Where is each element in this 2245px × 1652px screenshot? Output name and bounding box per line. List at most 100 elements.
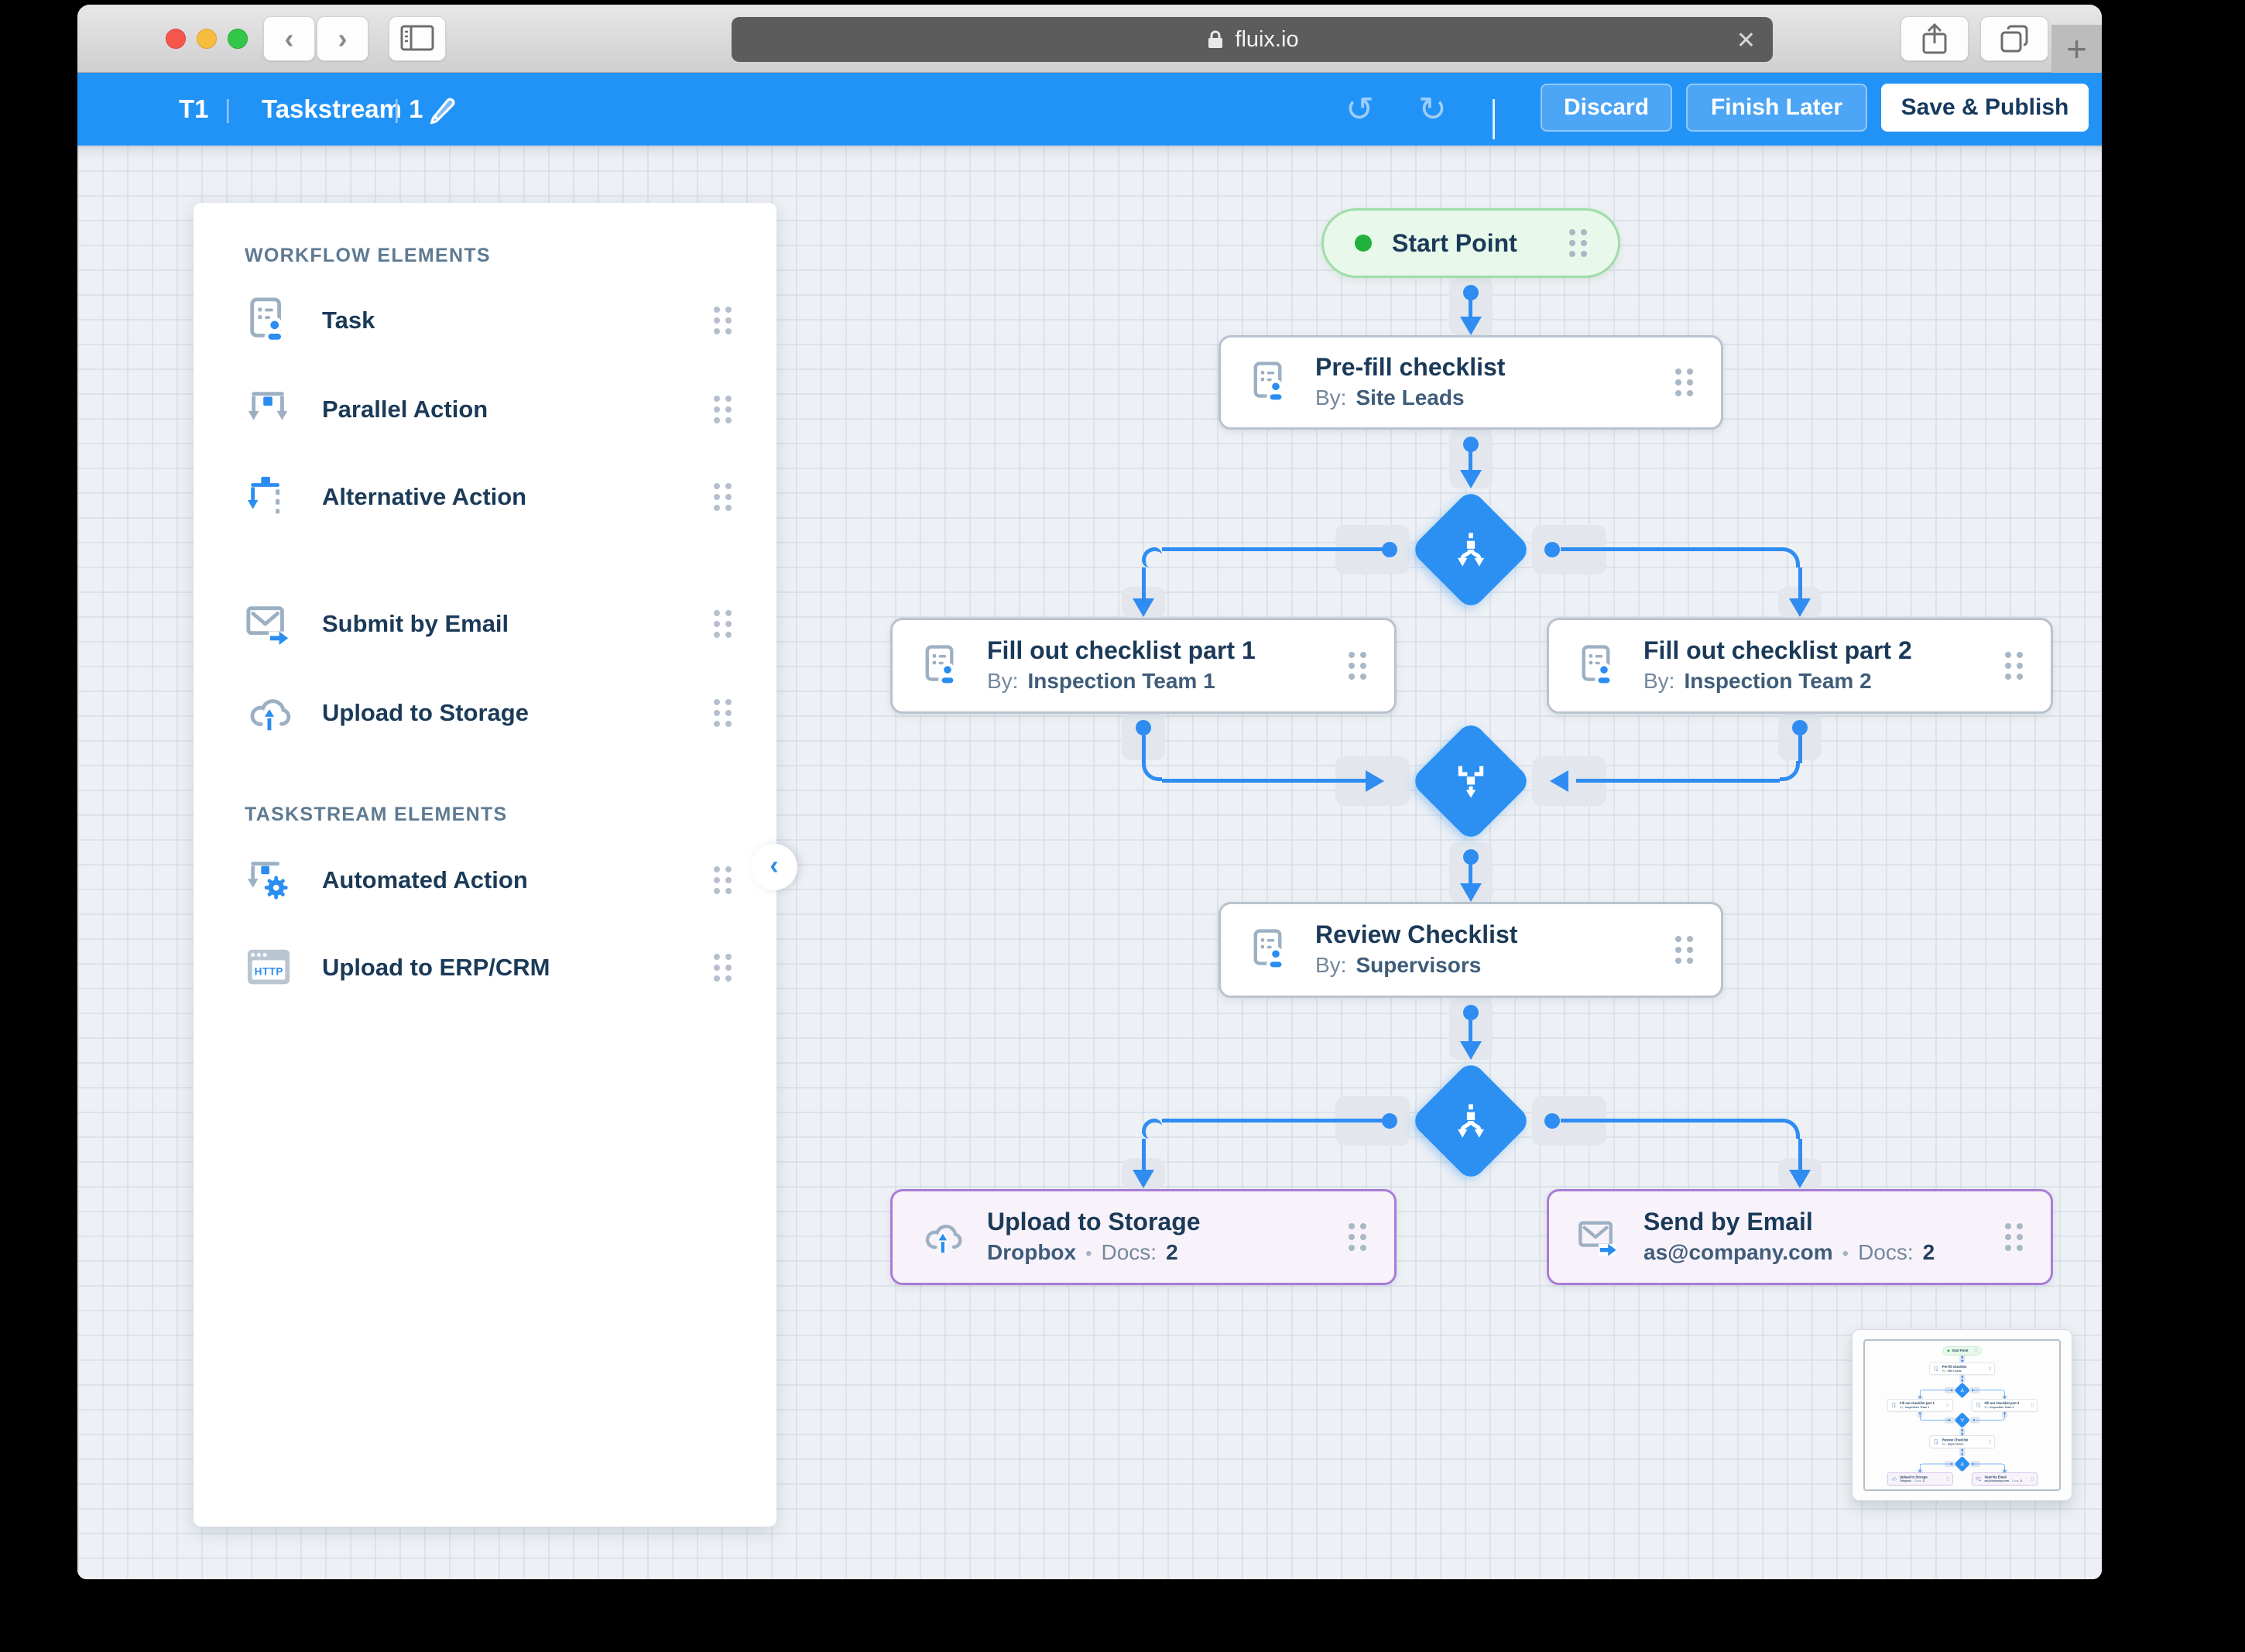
finish-later-button[interactable]: Finish Later <box>1686 84 1867 132</box>
connector-dot[interactable] <box>1544 1113 1560 1129</box>
connector-arrow-left <box>1972 1418 1976 1422</box>
connector-dot[interactable] <box>1463 437 1479 452</box>
palette-item-parallel-action[interactable]: Parallel Action <box>245 382 732 437</box>
node-parallel-split-gateway-2[interactable] <box>1954 1455 1970 1472</box>
node-start-point[interactable]: Start Point <box>1942 1346 1982 1356</box>
traffic-light-close[interactable] <box>166 29 186 49</box>
connector-dot[interactable] <box>1918 1412 1921 1414</box>
connector-dot[interactable] <box>1792 720 1808 735</box>
task-icon <box>1891 1402 1897 1408</box>
palette-item-submit-by-email[interactable]: Submit by Email <box>245 597 732 651</box>
node-fill-checklist-part-2[interactable]: Fill out checklist part 2 By:Inspection … <box>1972 1399 2038 1412</box>
palette-item-upload-to-storage[interactable]: Upload to Storage <box>245 686 732 740</box>
node-start-point[interactable]: Start Point <box>1321 208 1620 278</box>
drag-handle[interactable] <box>1349 652 1366 680</box>
drag-handle[interactable] <box>1569 229 1587 257</box>
connector-dot[interactable] <box>1463 849 1479 865</box>
connector-dot[interactable] <box>1544 542 1560 557</box>
connector-dot[interactable] <box>1961 1448 1964 1451</box>
show-tabs-button[interactable] <box>1980 16 2048 61</box>
connector-dot[interactable] <box>1961 1376 1964 1378</box>
back-button[interactable]: ‹ <box>263 16 315 61</box>
node-fill-checklist-part-1[interactable]: Fill out checklist part 1 By:Inspection … <box>890 618 1397 714</box>
drag-handle[interactable] <box>1988 1366 1991 1371</box>
connector-arrow-down <box>1789 1170 1811 1188</box>
split-icon <box>1452 1102 1490 1140</box>
connector-corner <box>1780 761 1800 781</box>
rename-button[interactable] <box>424 73 460 146</box>
drag-handle[interactable] <box>2031 1403 2034 1407</box>
connector-dot[interactable] <box>1972 1389 1974 1392</box>
stop-loading-icon[interactable]: ✕ <box>1736 28 1756 53</box>
connector-dot[interactable] <box>1950 1389 1953 1392</box>
workflow-canvas[interactable]: WORKFLOW ELEMENTS Task Parallel Action A… <box>77 146 2102 1579</box>
connector-dot[interactable] <box>1961 1356 1964 1359</box>
connector-dot[interactable] <box>1382 1113 1397 1129</box>
connector-dot[interactable] <box>1463 285 1479 300</box>
discard-button[interactable]: Discard <box>1541 84 1672 132</box>
connector-arrow-right <box>1366 770 1384 792</box>
drag-handle[interactable] <box>2031 1477 2034 1481</box>
drag-handle[interactable] <box>2005 652 2023 680</box>
node-fill-checklist-part-2[interactable]: Fill out checklist part 2 By:Inspection … <box>1547 618 2053 714</box>
drag-handle[interactable] <box>1946 1403 1949 1407</box>
drag-handle[interactable] <box>714 307 732 334</box>
traffic-light-minimize[interactable] <box>197 29 217 49</box>
undo-button[interactable]: ↺ <box>1345 73 1374 146</box>
minimap[interactable]: Start Point Pre-fill checklist By:Site L… <box>1852 1329 2072 1501</box>
sidebar-toggle-button[interactable] <box>389 16 446 61</box>
node-fill-checklist-part-1[interactable]: Fill out checklist part 1 By:Inspection … <box>1887 1399 1953 1412</box>
connector-dot[interactable] <box>1136 720 1151 735</box>
docs-count: 2 <box>1166 1240 1178 1265</box>
node-send-by-email[interactable]: Send by Email as@company.com•Docs:2 <box>1972 1472 2038 1486</box>
node-send-by-email[interactable]: Send by Email as@company.com•Docs:2 <box>1547 1189 2053 1285</box>
drag-handle[interactable] <box>714 483 732 511</box>
connector-dot[interactable] <box>1463 1005 1479 1020</box>
node-prefill-checklist[interactable]: Pre-fill checklist By:Site Leads <box>1218 335 1723 430</box>
address-bar[interactable]: fluix.io ✕ <box>732 17 1773 62</box>
traffic-light-zoom[interactable] <box>228 29 248 49</box>
connector-corner <box>2002 1417 2005 1421</box>
node-upload-to-storage[interactable]: Upload to Storage Dropbox•Docs:2 <box>890 1189 1397 1285</box>
node-parallel-split-gateway[interactable] <box>1409 488 1533 612</box>
drag-handle[interactable] <box>1946 1477 1949 1481</box>
drag-handle[interactable] <box>714 699 732 727</box>
node-parallel-split-gateway-2[interactable] <box>1409 1059 1533 1183</box>
connector-dot[interactable] <box>1950 1462 1953 1465</box>
drag-handle[interactable] <box>1675 936 1693 964</box>
node-prefill-checklist[interactable]: Pre-fill checklist By:Site Leads <box>1929 1362 1995 1375</box>
drag-handle[interactable] <box>1349 1223 1366 1251</box>
connector-dot[interactable] <box>2003 1412 2006 1414</box>
drag-handle[interactable] <box>714 610 732 638</box>
drag-handle[interactable] <box>1988 1440 1991 1444</box>
drag-handle[interactable] <box>1675 368 1693 396</box>
connector-dot[interactable] <box>1382 542 1397 557</box>
palette-item-task[interactable]: Task <box>245 293 732 348</box>
connector-dot[interactable] <box>1961 1428 1964 1431</box>
node-review-checklist[interactable]: Review Checklist By:Supervisors <box>1929 1435 1995 1448</box>
drag-handle[interactable] <box>714 866 732 894</box>
by-label: By: <box>1643 669 1675 694</box>
connector-dot[interactable] <box>1972 1462 1974 1465</box>
connector-line <box>1561 1119 1780 1122</box>
forward-button[interactable]: › <box>317 16 368 61</box>
by-label: By: <box>1315 386 1347 410</box>
share-button[interactable] <box>1901 16 1969 61</box>
palette-item-upload-to-erp-crm[interactable]: HTTP Upload to ERP/CRM <box>245 941 732 995</box>
palette-item-automated-action[interactable]: Automated Action <box>245 853 732 907</box>
node-parallel-split-gateway[interactable] <box>1954 1382 1970 1399</box>
drag-handle[interactable] <box>714 954 732 982</box>
collapse-panel-button[interactable]: ‹ <box>751 844 797 890</box>
node-merge-gateway[interactable] <box>1409 719 1533 843</box>
drag-handle[interactable] <box>2005 1223 2023 1251</box>
save-publish-button[interactable]: Save & Publish <box>1881 84 2089 132</box>
drag-handle[interactable] <box>714 396 732 423</box>
node-review-checklist[interactable]: Review Checklist By:Supervisors <box>1218 902 1723 998</box>
drag-handle[interactable] <box>1975 1349 1978 1353</box>
new-tab-button[interactable]: + <box>2051 25 2102 73</box>
palette-item-alternative-action[interactable]: Alternative Action <box>245 470 732 524</box>
node-merge-gateway[interactable] <box>1954 1412 1970 1428</box>
redo-button[interactable]: ↻ <box>1418 73 1447 146</box>
finish-later-label: Finish Later <box>1710 94 1843 120</box>
node-upload-to-storage[interactable]: Upload to Storage Dropbox•Docs:2 <box>1887 1472 1953 1486</box>
